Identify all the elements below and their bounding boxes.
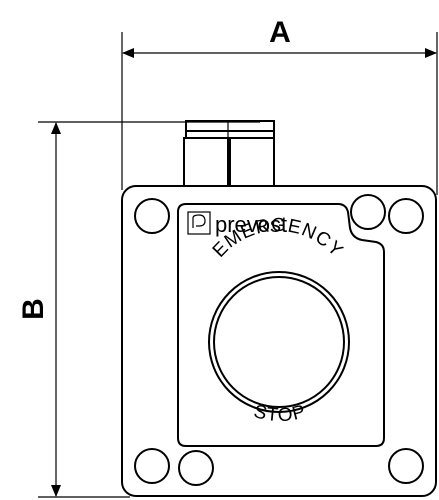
mounting-hole-bottom-right (388, 448, 424, 484)
mounting-hole-top-right (388, 198, 424, 234)
button-bezel (208, 271, 350, 413)
dimension-label-a: A (269, 16, 291, 49)
mounting-hole-bottom-left (134, 448, 170, 484)
enclosure-outline (121, 185, 437, 497)
prevost-logo: prevost (187, 211, 287, 237)
dimension-label-b: B (17, 298, 50, 320)
mounting-hole-top-inner (350, 194, 386, 230)
dimension-a: A (121, 16, 438, 195)
enclosure: prevost EMERGENCY STOP (121, 185, 437, 497)
fitting-body-right (229, 137, 275, 187)
logo-mark-icon (187, 211, 211, 235)
brand-name: prevost (215, 212, 287, 237)
mounting-hole-bottom-inner (178, 450, 214, 486)
front-panel (177, 203, 385, 447)
pneumatic-fittings (183, 120, 275, 187)
fitting-collar (185, 130, 275, 139)
fitting-body-left (183, 137, 229, 187)
emergency-stop-button (213, 276, 345, 408)
mounting-hole-top-left (134, 198, 170, 234)
